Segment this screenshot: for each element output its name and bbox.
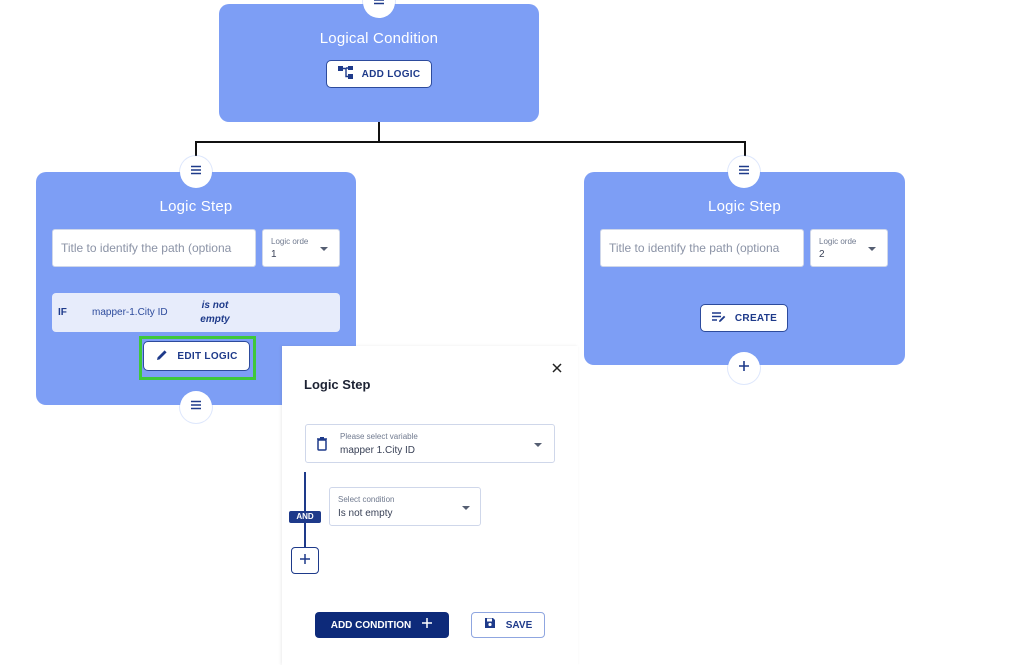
plus-icon <box>299 552 311 570</box>
logic-order-label: Logic orde <box>819 237 857 246</box>
add-condition-button[interactable]: ADD CONDITION <box>315 612 449 638</box>
logical-condition-card: Logical Condition ADD LOGIC <box>219 4 539 122</box>
panel-title: Logic Step <box>304 377 371 392</box>
connector-vertical-top <box>378 122 380 142</box>
variable-select-value: mapper 1.City ID <box>340 445 416 456</box>
path-title-input[interactable]: Title to identify the path (optiona <box>52 229 256 267</box>
hierarchy-icon <box>337 65 354 83</box>
edit-logic-label: EDIT LOGIC <box>177 350 238 362</box>
save-button[interactable]: SAVE <box>471 612 545 638</box>
card-title: Logical Condition <box>319 30 439 47</box>
condition-tree-line <box>304 472 306 548</box>
and-badge: AND <box>289 511 321 523</box>
menu-lines-icon <box>737 163 751 182</box>
close-icon[interactable] <box>550 361 564 375</box>
card-title: Logic Step <box>159 198 233 215</box>
pencil-icon <box>155 348 169 365</box>
logic-step-panel: Logic Step Please select variable mapper… <box>282 346 578 665</box>
menu-lines-icon <box>189 163 203 182</box>
drag-handle-left[interactable] <box>180 156 212 188</box>
save-label: SAVE <box>505 619 533 631</box>
connector-horizontal <box>195 141 746 143</box>
menu-lines-icon <box>372 0 386 12</box>
database-icon <box>317 437 327 456</box>
plus-icon <box>421 616 433 634</box>
add-condition-label: ADD CONDITION <box>330 619 412 631</box>
drag-handle-top[interactable] <box>363 0 395 18</box>
menu-lines-icon <box>189 398 203 417</box>
logic-step-card-right: Logic Step Title to identify the path (o… <box>584 172 905 365</box>
card-title: Logic Step <box>708 198 781 215</box>
rule-if-label: IF <box>58 307 67 318</box>
create-label: CREATE <box>734 312 778 324</box>
connector-right-drop <box>744 141 746 157</box>
edit-logic-highlight <box>139 336 256 380</box>
variable-select[interactable]: Please select variable mapper 1.City ID <box>305 424 555 463</box>
create-button[interactable]: CREATE <box>700 304 788 332</box>
add-logic-label: ADD LOGIC <box>361 68 421 80</box>
logic-order-select[interactable]: Logic orde 2 <box>810 229 888 267</box>
condition-select-value: Is not empty <box>338 508 393 519</box>
path-title-input[interactable]: Title to identify the path (optiona <box>600 229 804 267</box>
add-step-button-right[interactable] <box>728 352 760 384</box>
path-title-placeholder: Title to identify the path (optiona <box>609 241 780 255</box>
logic-order-label: Logic orde <box>271 237 309 246</box>
drag-handle-left-bottom[interactable] <box>180 391 212 423</box>
chevron-down-icon <box>320 247 328 251</box>
chevron-down-icon <box>462 506 470 510</box>
variable-select-label: Please select variable <box>340 432 418 441</box>
condition-select[interactable]: Select condition Is not empty <box>329 487 481 526</box>
chevron-down-icon <box>534 443 542 447</box>
logic-order-select[interactable]: Logic orde 1 <box>262 229 340 267</box>
logic-order-value: 1 <box>271 249 277 260</box>
rule-summary: IF mapper-1.City ID is not empty <box>52 293 340 332</box>
edit-logic-button[interactable]: EDIT LOGIC <box>143 341 250 371</box>
path-title-placeholder: Title to identify the path (optiona <box>61 241 232 255</box>
connector-left-drop <box>195 141 197 157</box>
rule-variable: mapper-1.City ID <box>92 307 168 318</box>
edit-list-icon <box>711 311 727 326</box>
condition-select-label: Select condition <box>338 495 395 504</box>
drag-handle-right[interactable] <box>728 156 760 188</box>
plus-icon <box>737 359 751 378</box>
rule-condition: is not empty <box>200 300 230 325</box>
chevron-down-icon <box>868 247 876 251</box>
logic-order-value: 2 <box>819 249 825 260</box>
floppy-disk-icon <box>484 616 496 634</box>
add-logic-button[interactable]: ADD LOGIC <box>326 60 432 88</box>
add-rule-button[interactable] <box>291 547 319 574</box>
